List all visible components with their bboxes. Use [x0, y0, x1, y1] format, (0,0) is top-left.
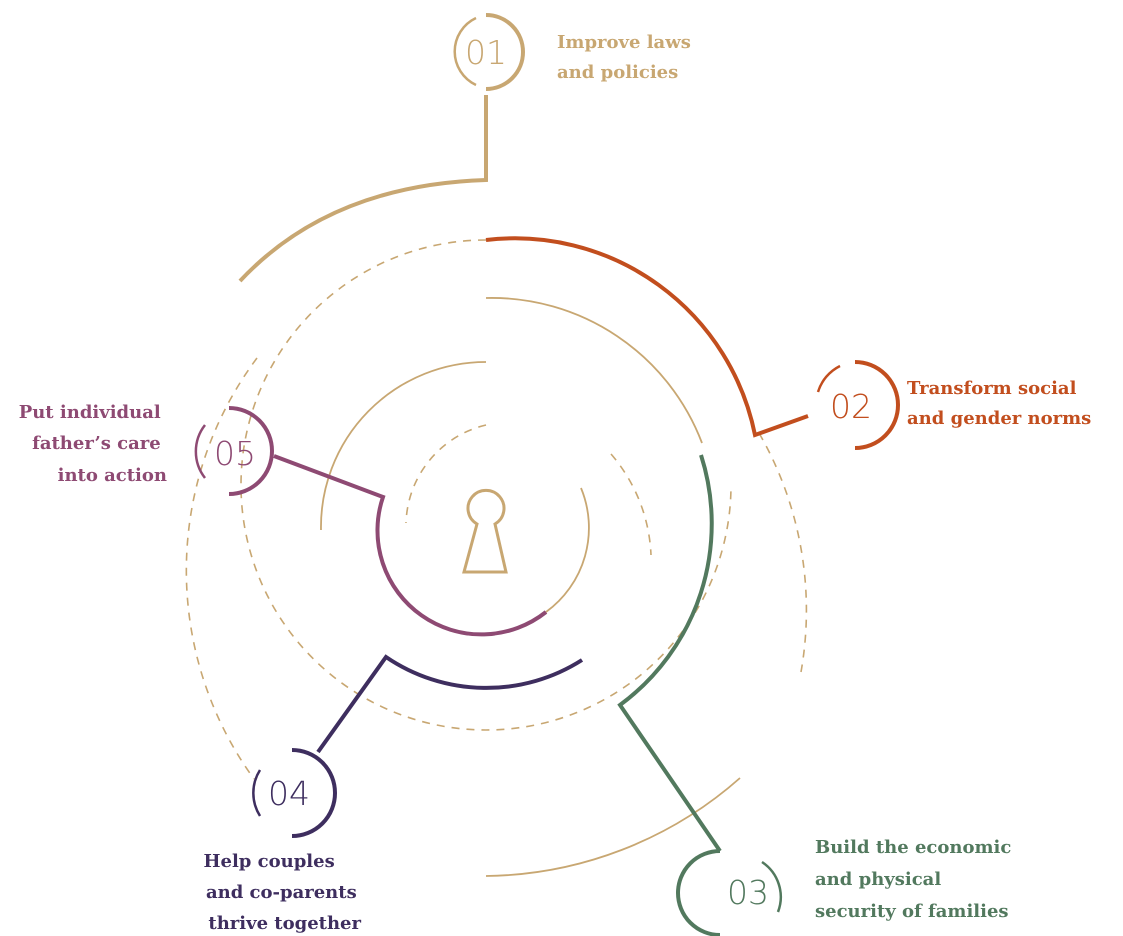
keyhole-icon [462, 488, 508, 574]
step-02-badge: 02 [816, 360, 900, 450]
step-01-connector [238, 95, 488, 283]
middle-dashed-arc [240, 239, 732, 731]
step-03-badge: 03 [676, 849, 783, 936]
step-02-number: 02 [830, 387, 872, 426]
step-05-number: 05 [214, 434, 256, 473]
step-04-number: 04 [268, 774, 310, 813]
step-01-badge: 01 [453, 13, 525, 91]
step-05-badge: 05 [194, 406, 274, 496]
inner-dashed-arc-right [610, 453, 652, 556]
step-04-badge: 04 [252, 748, 337, 838]
ring-small-thin [545, 487, 590, 613]
step-03-label: Build the economic and physical security… [815, 837, 1018, 922]
step-03-number: 03 [727, 873, 769, 912]
step-05-connector [273, 454, 548, 637]
step-03-connector [617, 454, 722, 853]
outer-dashed-arc-right [758, 432, 808, 673]
step-02-label: Transform social and gender norms [907, 378, 1091, 429]
inner-dashed-arc-left [405, 424, 487, 524]
ring-medium-thin [320, 361, 487, 531]
step-04-label: Help couples and co-parents thrive toget… [204, 851, 364, 934]
step-05-label: Put individual father’s care into action [19, 402, 167, 486]
step-01-number: 01 [465, 33, 507, 72]
thin-rings [320, 297, 741, 877]
step-04-connector [316, 654, 584, 754]
ring-large-thin [485, 297, 703, 444]
outer-dashed-arc-left [185, 357, 258, 780]
step-01-label: Improve laws and policies [557, 32, 697, 83]
dashed-rings [185, 239, 808, 780]
ring-bottom-thin [485, 777, 741, 877]
step-02-connector [485, 236, 809, 438]
